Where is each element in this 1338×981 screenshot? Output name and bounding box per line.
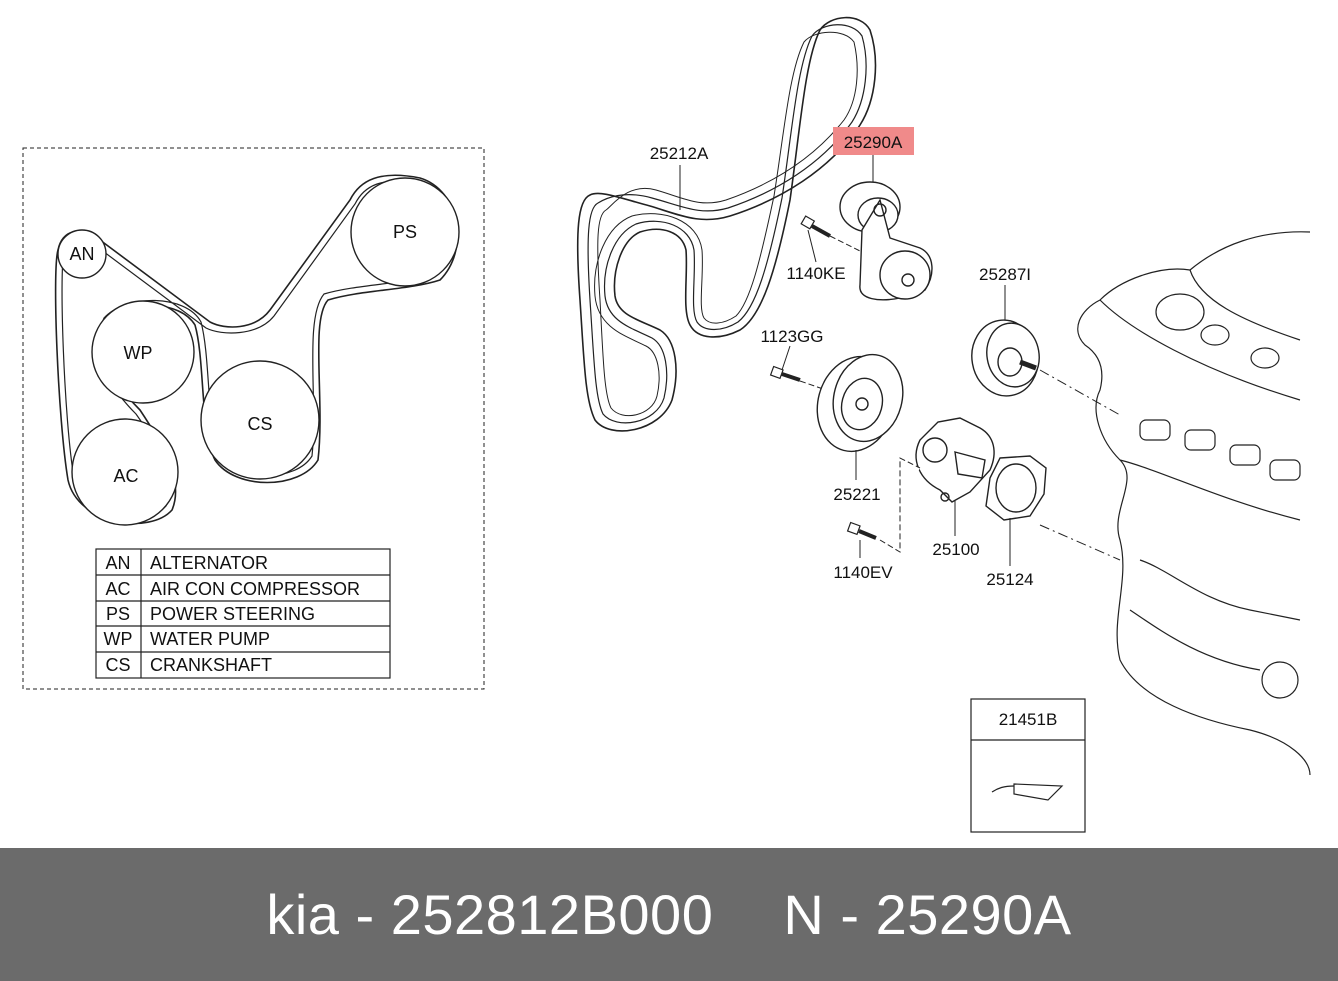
highlight-box	[833, 127, 914, 155]
label-bolt-water-pump[interactable]: 1140EV	[833, 563, 893, 582]
parts-diagram: AN PS WP CS AC AN ALTERNATOR AC AIR CON …	[22, 16, 1311, 833]
legend-name: WATER PUMP	[150, 629, 270, 649]
legend-name: ALTERNATOR	[150, 553, 268, 573]
water-pump-body[interactable]	[915, 417, 995, 503]
belt-route-outer	[54, 174, 459, 525]
label-sealant[interactable]: 21451B	[999, 710, 1058, 729]
bolt-pulley[interactable]	[769, 365, 827, 391]
label-idler[interactable]: 25287I	[979, 265, 1031, 284]
bolt-tensioner[interactable]	[800, 215, 863, 253]
legend-name: CRANKSHAFT	[150, 655, 272, 675]
label-bolt-pulley[interactable]: 1123GG	[760, 327, 823, 346]
label-tensioner[interactable]: 25290A	[844, 133, 903, 152]
legend-code: AC	[105, 579, 130, 599]
legend-name: AIR CON COMPRESSOR	[150, 579, 360, 599]
legend-code: PS	[106, 604, 130, 624]
pulley-wp-shape	[91, 300, 195, 404]
pulley-label-an: AN	[69, 244, 94, 264]
sealant-box[interactable]	[970, 698, 1086, 833]
footer-bar: kia - 252812B000 N - 25290A	[0, 848, 1338, 981]
pulley-label-wp: WP	[124, 343, 153, 363]
pulley-ac-shape	[71, 418, 179, 526]
legend-code: CS	[105, 655, 130, 675]
label-bolt-tensioner[interactable]: 1140KE	[786, 264, 845, 283]
pulley-label-ps: PS	[393, 222, 417, 242]
leader-lines	[679, 152, 1011, 566]
legend-code: WP	[104, 629, 133, 649]
legend-code: AN	[105, 553, 130, 573]
footer-part-number: kia - 252812B000	[266, 883, 714, 946]
label-water-pump[interactable]: 25100	[932, 540, 979, 559]
footer-reference: N - 25290A	[783, 883, 1072, 946]
legend-table: AN ALTERNATOR AC AIR CON COMPRESSOR PS P…	[95, 548, 391, 679]
water-pump-gasket[interactable]	[985, 455, 1121, 561]
pulley-an-shape	[57, 229, 107, 279]
pulley-cs-shape	[200, 360, 320, 480]
idler-pulley[interactable]	[966, 315, 1121, 416]
water-pump-pulley[interactable]	[807, 347, 912, 461]
belt-routing-inset: AN PS WP CS AC AN ALTERNATOR AC AIR CON …	[22, 147, 485, 690]
pulley-label-cs: CS	[247, 414, 272, 434]
label-belt[interactable]: 25212A	[650, 144, 709, 163]
label-pulley[interactable]: 25221	[833, 485, 880, 504]
engine-block	[1077, 231, 1311, 776]
drive-belt[interactable]	[576, 16, 877, 432]
pulley-ps-shape	[350, 177, 460, 287]
sealant-tube-icon	[991, 783, 1064, 801]
pulley-label-ac: AC	[113, 466, 138, 486]
bolt-water-pump[interactable]	[846, 457, 921, 553]
legend-name: POWER STEERING	[150, 604, 315, 624]
label-gasket[interactable]: 25124	[986, 570, 1033, 589]
tensioner-assembly[interactable]	[839, 181, 933, 301]
